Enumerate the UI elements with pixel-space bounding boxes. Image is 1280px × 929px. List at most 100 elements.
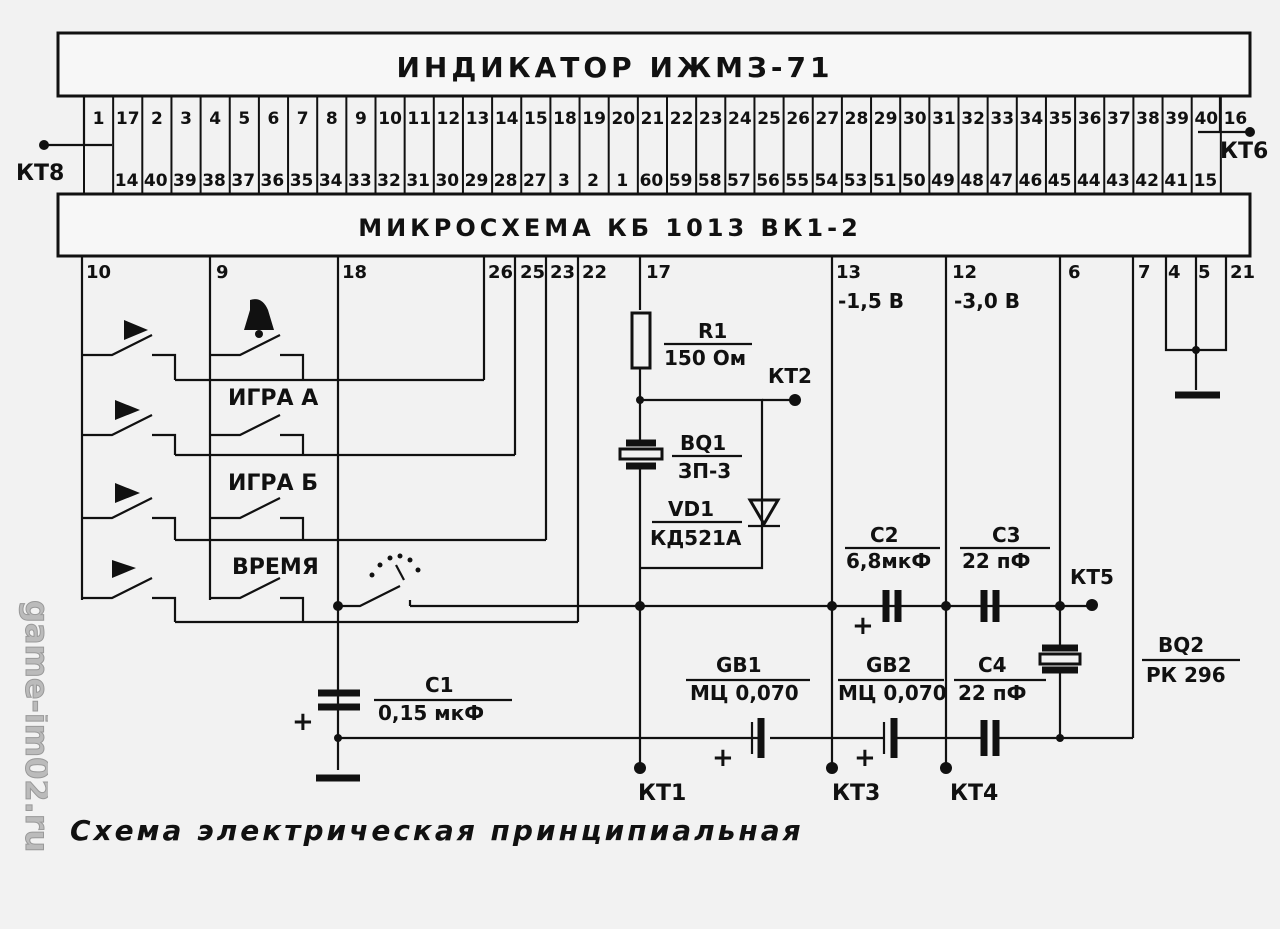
pin-bottom-label: 41 — [1164, 171, 1188, 191]
pin-top-label: 12 — [437, 109, 461, 129]
r1-ref: R1 — [698, 319, 727, 343]
pin-bottom-label: 48 — [960, 171, 984, 191]
gb2-value: МЦ 0,070 — [838, 681, 947, 705]
chip-title: МИКРОСХЕМА КБ 1013 ВК1-2 — [358, 214, 862, 242]
melody-switch — [338, 585, 412, 608]
pin-top-label: 23 — [699, 109, 723, 129]
chip-pin-label: 6 — [1068, 262, 1081, 283]
pin-bottom-label: 58 — [698, 171, 722, 191]
bq2-plates — [1042, 644, 1078, 674]
junction-dots — [333, 346, 1200, 742]
pin-top-label: 31 — [932, 109, 956, 129]
pin-bottom-label: 50 — [902, 171, 926, 191]
chip-pin-label: 9 — [216, 262, 229, 283]
kt8-label: КТ8 — [16, 161, 64, 186]
pin-top-label: 29 — [874, 109, 898, 129]
pin-top-label: 26 — [786, 109, 810, 129]
switch-lead — [280, 516, 305, 540]
switch-lead — [280, 433, 305, 455]
switch-contact — [210, 577, 281, 600]
watermark: game-im02.ru — [18, 600, 49, 853]
bq2-value: РК 296 — [1146, 663, 1226, 687]
pin-top-label: 20 — [611, 109, 635, 129]
pin-top-label: 25 — [757, 109, 781, 129]
kt5-dot — [1086, 599, 1098, 611]
pin-top-label: 7 — [297, 109, 309, 129]
pin-top-label: 18 — [553, 109, 577, 129]
switch-contact — [82, 334, 153, 357]
pin-top-label: 22 — [670, 109, 694, 129]
gb1-ref: GB1 — [716, 653, 762, 677]
c3-capacitor — [980, 590, 1000, 622]
switch-lead — [280, 596, 305, 622]
indicator-title: ИНДИКАТОР ИЖМЗ-71 — [396, 51, 833, 84]
v12-label: -3,0 В — [954, 289, 1020, 313]
triangle-right-icon-1 — [124, 320, 148, 340]
c4-ref: C4 — [978, 653, 1007, 677]
kt6-wire — [1198, 96, 1250, 134]
c4-capacitor — [980, 720, 1000, 756]
chip-pin-label: 4 — [1168, 262, 1181, 283]
vd1-diode — [747, 498, 781, 527]
c2-ref: C2 — [870, 523, 899, 547]
pin-bottom-label: 27 — [523, 171, 547, 191]
pin-bottom-label: 45 — [1048, 171, 1072, 191]
pin-bottom-label: 53 — [844, 171, 868, 191]
pin-top-label: 9 — [355, 109, 367, 129]
chip-pin-label: 23 — [550, 262, 575, 283]
pin-bottom-label: 2 — [587, 171, 599, 191]
r1-resistor — [630, 311, 652, 370]
gb2-ref: GB2 — [866, 653, 912, 677]
pin-bottom-label: 55 — [785, 171, 809, 191]
pin-top-label: 36 — [1078, 109, 1102, 129]
kt1-dot — [634, 762, 646, 774]
pin-bottom-label: 29 — [465, 171, 489, 191]
pin-bottom-label: 30 — [435, 171, 459, 191]
c2-capacitor — [882, 590, 902, 622]
pin-top-label: 14 — [495, 109, 519, 129]
kt8-wire — [44, 96, 112, 147]
pin-top-label: 15 — [524, 109, 548, 129]
pin-bottom-label: 59 — [669, 171, 693, 191]
pin-top-label: 28 — [845, 109, 869, 129]
bq1-plates — [626, 439, 656, 470]
pin-bottom-label: 1 — [616, 171, 628, 191]
pin-top-label: 2 — [151, 109, 163, 129]
pin-bottom-label: 32 — [377, 171, 401, 191]
vd1-ref: VD1 — [668, 497, 714, 521]
pin-top-label: 24 — [728, 109, 752, 129]
indicator-block — [56, 31, 1252, 98]
switch-lead — [280, 353, 305, 380]
triangle-right-icon-2 — [115, 400, 140, 420]
vd1-value: КД521А — [650, 526, 742, 550]
pin-bottom-label: 51 — [873, 171, 897, 191]
bq2-crystal — [1038, 652, 1082, 666]
switch-lead — [152, 353, 177, 380]
pin-top-label: 33 — [990, 109, 1014, 129]
kt3-dot — [826, 762, 838, 774]
game-a-label: ИГРА А — [228, 386, 318, 411]
c1-plus: + — [292, 707, 314, 737]
pin-top-label: 13 — [466, 109, 490, 129]
chip-pin-label: 18 — [342, 262, 367, 283]
switch-contact — [82, 497, 153, 520]
pin-bottom-label: 34 — [319, 171, 343, 191]
c4-value: 22 пФ — [958, 681, 1026, 705]
gb1-value: МЦ 0,070 — [690, 681, 799, 705]
pin-bottom-label: 36 — [261, 171, 285, 191]
kt3-label: КТ3 — [832, 781, 880, 806]
switch-lead — [152, 596, 177, 622]
chip-pin-label: 5 — [1198, 262, 1211, 283]
triangle-right-icon-4 — [112, 560, 136, 578]
chip-pin-label: 22 — [582, 262, 607, 283]
pin-top-label: 35 — [1049, 109, 1073, 129]
melody-icon — [369, 553, 421, 581]
pin-top-label: 10 — [378, 109, 402, 129]
c3-ref: C3 — [992, 523, 1021, 547]
chip-pin-label: 17 — [646, 262, 671, 283]
pin-bottom-label: 42 — [1135, 171, 1159, 191]
kt4-dot — [940, 762, 952, 774]
game-b-label: ИГРА Б — [228, 471, 318, 496]
pin-bottom-label: 37 — [231, 171, 255, 191]
pin-bottom-label: 43 — [1106, 171, 1130, 191]
